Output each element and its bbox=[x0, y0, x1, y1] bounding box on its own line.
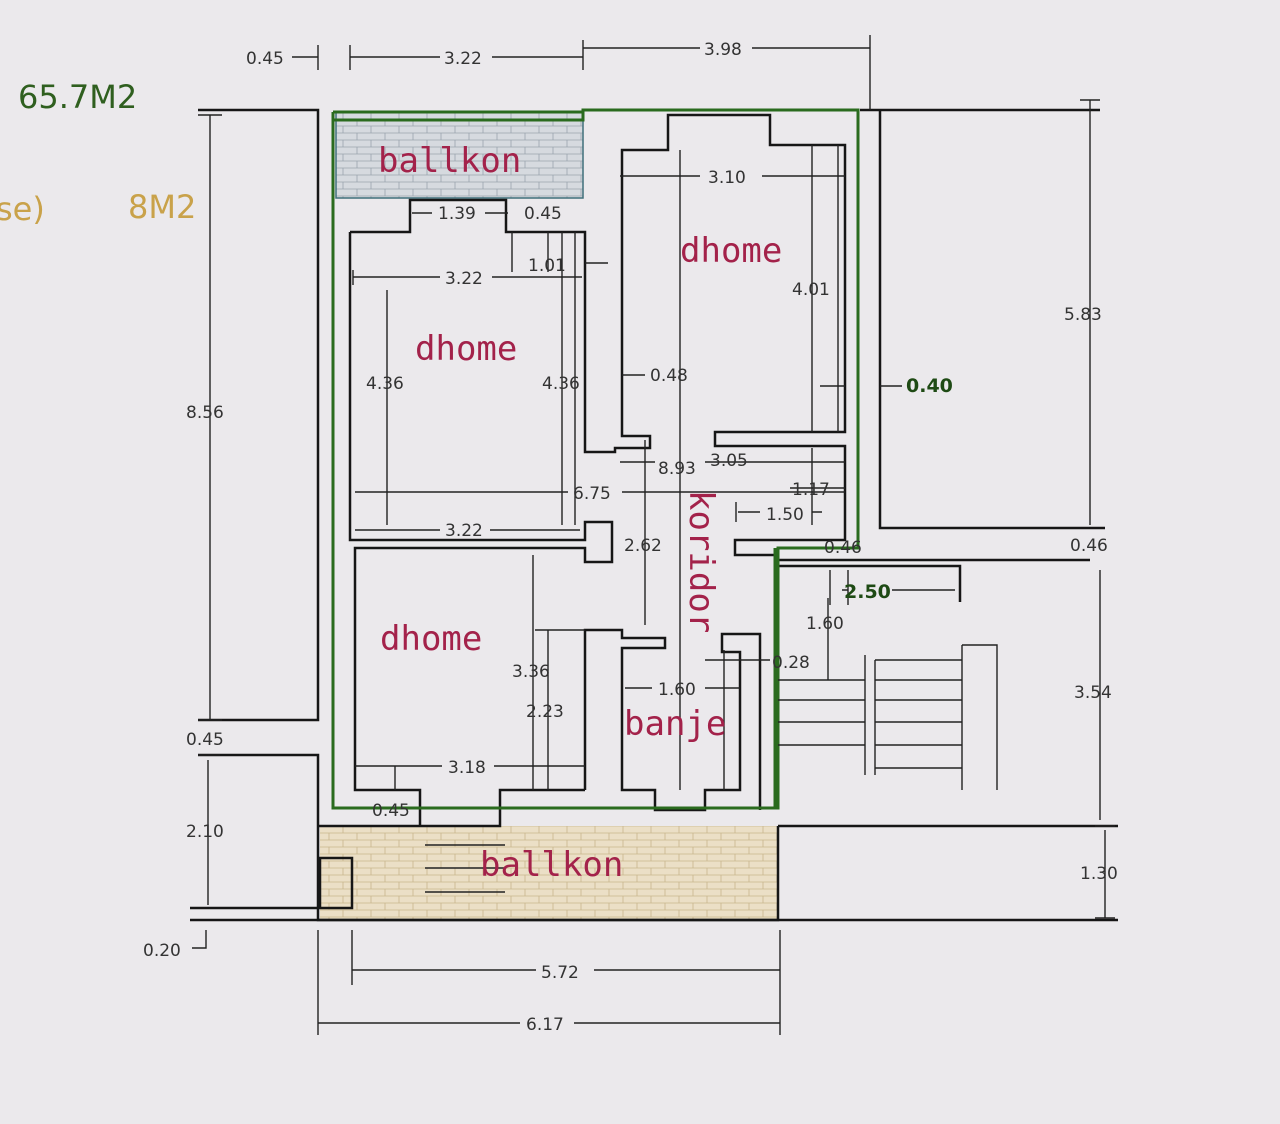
room-label-bedroom-bottom: dhome bbox=[380, 619, 482, 659]
dimension-lines bbox=[192, 35, 1115, 1035]
dim-label: 2.23 bbox=[526, 702, 564, 722]
room-label-balcony-bottom: ballkon bbox=[480, 845, 623, 885]
dim-label: 6.75 bbox=[573, 484, 611, 504]
room-label-bedroom-left: dhome bbox=[415, 329, 517, 369]
dim-label: 5.83 bbox=[1064, 305, 1102, 325]
dim-label: 0.46 bbox=[824, 538, 862, 558]
dim-label: 0.48 bbox=[650, 366, 688, 386]
balcony-bottom-hatch bbox=[320, 826, 778, 920]
dim-label: 2.10 bbox=[186, 822, 224, 842]
staircase bbox=[778, 644, 998, 790]
dim-label: 4.01 bbox=[792, 280, 830, 300]
room-label-corridor: koridor bbox=[681, 490, 721, 633]
walls bbox=[190, 108, 1118, 922]
dim-label: 5.72 bbox=[541, 963, 579, 983]
dim-label: 3.98 bbox=[704, 40, 742, 60]
dim-label: 2.50 bbox=[844, 581, 891, 603]
dim-label: 3.18 bbox=[448, 758, 486, 778]
dim-label: 8.93 bbox=[658, 459, 696, 479]
dim-label: 0.20 bbox=[143, 941, 181, 961]
balcony-top-hatch bbox=[335, 111, 584, 199]
dim-label: 1.39 bbox=[438, 204, 476, 224]
dimension-labels: 0.45 3.22 3.98 3.10 1.39 0.45 1.01 3.22 … bbox=[143, 40, 1118, 1035]
dim-label: 3.22 bbox=[444, 49, 482, 69]
dim-label: 0.45 bbox=[372, 801, 410, 821]
dim-label: 4.36 bbox=[542, 374, 580, 394]
room-label-bathroom: banje bbox=[624, 704, 726, 744]
dim-label: 6.17 bbox=[526, 1015, 564, 1035]
dim-label: 8.56 bbox=[186, 403, 224, 423]
balcony-steps bbox=[425, 844, 505, 893]
interior-walls bbox=[318, 113, 847, 910]
dim-label: 1.50 bbox=[766, 505, 804, 525]
dim-label: 0.45 bbox=[186, 730, 224, 750]
dim-label: 1.60 bbox=[806, 614, 844, 634]
balcony-area-label: 8M2 bbox=[128, 188, 196, 226]
room-label-bedroom-right: dhome bbox=[680, 231, 782, 271]
side-note-label: se) bbox=[0, 190, 45, 228]
dim-label: 0.40 bbox=[906, 375, 953, 397]
dim-label: 0.28 bbox=[772, 653, 810, 673]
total-area-label: 65.7M2 bbox=[18, 78, 137, 116]
dim-label: 2.62 bbox=[624, 536, 662, 556]
dim-label: 3.22 bbox=[445, 269, 483, 289]
dim-label: 3.54 bbox=[1074, 683, 1112, 703]
dim-label: 0.45 bbox=[246, 49, 284, 69]
dim-label: 1.30 bbox=[1080, 864, 1118, 884]
dim-label: 3.22 bbox=[445, 521, 483, 541]
dim-label: 0.45 bbox=[524, 204, 562, 224]
dim-label: 3.10 bbox=[708, 168, 746, 188]
dim-label: 1.17 bbox=[792, 480, 830, 500]
dim-label: 4.36 bbox=[366, 374, 404, 394]
dim-label: 1.01 bbox=[528, 256, 566, 276]
dim-label: 3.36 bbox=[512, 662, 550, 682]
dim-label: 0.46 bbox=[1070, 536, 1108, 556]
apartment-outline bbox=[331, 108, 860, 810]
dim-label: 1.60 bbox=[658, 680, 696, 700]
room-label-balcony-top: ballkon bbox=[378, 141, 521, 181]
dim-label: 3.05 bbox=[710, 451, 748, 471]
